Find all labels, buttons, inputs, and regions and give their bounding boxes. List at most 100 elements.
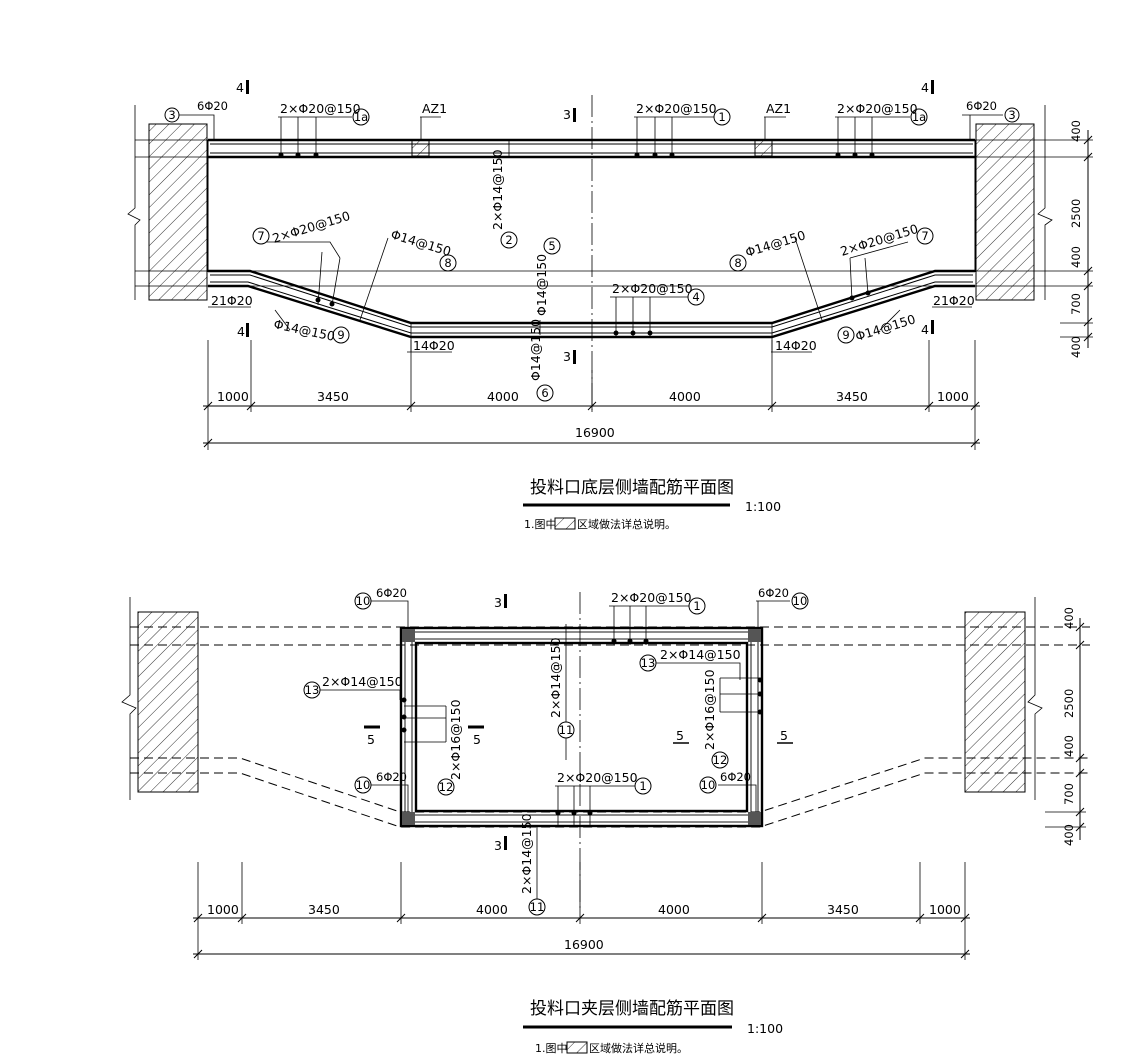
dim-1000-b: 1000 [937,389,969,404]
plan2-title-block: 投料口夹层侧墙配筋平面图 1:100 1.图中 区域做法详总说明。 [530,999,783,1055]
plan1-title: 投料口底层侧墙配筋平面图 [530,478,734,498]
left-hatched-block-2 [137,611,199,793]
dim-v2500: 2500 [1069,199,1083,228]
dim-4000-b: 4000 [669,389,701,404]
label-sec5-b: 5 [473,732,481,747]
label-left-slope-outer: 2×Φ20@150 [270,208,351,246]
mark-1-top: 1 [693,599,700,613]
dim-v400-c: 400 [1069,336,1083,358]
label-sec5-d: 5 [780,728,788,743]
mark-1a-right: 1a [912,110,926,124]
label-left-2x16: 2×Φ16@150 [448,699,463,780]
plan2-note-hatch [566,1041,588,1054]
dim2-3450-a: 3450 [308,902,340,917]
plan1-marks: 3 1a 1 1a 3 2 7 8 5 8 7 4 9 9 6 [164,107,1020,402]
label-top-mid-rebar: 2×Φ20@150 [636,101,717,116]
mark-8-right: 8 [734,256,741,270]
plan1-note-prefix: 1.图中 [524,518,557,531]
label-section3-bot-2: 3 [494,838,502,853]
right-hatched-block-2 [964,611,1026,793]
dim2-v2500: 2500 [1062,689,1076,718]
mark-6: 6 [541,386,548,400]
label-az1-left: AZ1 [422,101,447,116]
mark-7-left: 7 [257,229,264,243]
label-left-2x14: 2×Φ14@150 [322,674,403,689]
label-top-right-rebar: 2×Φ20@150 [837,101,918,116]
label-vert-11-bot: 2×Φ14@150 [519,813,534,894]
mark-10-tl: 10 [356,594,371,608]
label-az1-right: AZ1 [766,101,791,116]
label-section4-bot-right: 4 [921,322,929,337]
label-section3-top: 3 [563,107,571,122]
mark-13-right: 13 [641,656,656,670]
label-vert-11-top: 2×Φ14@150 [548,637,563,718]
mark-10-bl: 10 [356,778,371,792]
label-21phi20-left: 21Φ20 [211,293,253,308]
dim-4000-a: 4000 [487,389,519,404]
label-vert-5: Φ14@150 [534,254,549,316]
label-br-6phi20: 6Φ20 [720,770,751,784]
label-section4-top-right: 4 [921,80,929,95]
dim2-total: 16900 [564,937,604,952]
plan1-title-block: 投料口底层侧墙配筋平面图 1:100 1.图中 区域做法详总说明。 [524,478,781,531]
mark-1a-left: 1a [354,110,368,124]
label-section3-top-2: 3 [494,595,502,610]
right-break-line-2 [1027,597,1043,800]
mark-5: 5 [548,239,555,253]
left-break-line-2 [121,597,137,800]
plan2-note-prefix: 1.图中 [535,1042,568,1055]
plan2-scale: 1:100 [747,1021,783,1036]
plan2-structure [121,592,1090,1054]
dim2-v700: 700 [1062,783,1076,805]
plan1-note-suffix: 区域做法详总说明。 [577,517,676,531]
dim2-v400-b: 400 [1062,735,1076,757]
plan1-structure [127,80,1093,530]
left-break-line [127,105,141,300]
dim2-3450-b: 3450 [827,902,859,917]
label-top-rebar-2: 2×Φ20@150 [611,590,692,605]
dim-v400-b: 400 [1069,246,1083,268]
mark-4: 4 [692,290,699,304]
mark-11-top: 11 [559,723,574,737]
plan2-labels: 6Φ20 3 2×Φ20@150 6Φ20 2×Φ14@150 2×Φ16@15… [322,586,789,894]
dim-total: 16900 [575,425,615,440]
label-6phi20-left: 6Φ20 [197,99,228,113]
dim-3450-b: 3450 [836,389,868,404]
label-section4-bot-left: 4 [237,324,245,339]
mark-3b: 3 [1008,108,1015,122]
dim2-1000-b: 1000 [929,902,961,917]
label-section4-top-left: 4 [236,80,244,95]
inner-box-outer [399,626,764,828]
label-bottom-rebar-2: 2×Φ20@150 [557,770,638,785]
label-bl-6phi20: 6Φ20 [376,770,407,784]
mark-10-br: 10 [701,778,716,792]
label-right-slope-inner: Φ14@150 [743,227,807,260]
dim-3450-a: 3450 [317,389,349,404]
dim-v400-a: 400 [1069,120,1083,142]
az1-right-block [754,139,773,157]
bottom-wall-inner [208,269,975,325]
label-sec5-c: 5 [676,728,684,743]
dim-v700: 700 [1069,293,1083,315]
label-phi14-9-right: Φ14@150 [853,311,917,344]
mark-9-right: 9 [842,328,849,342]
label-left-slope-inner: Φ14@150 [389,227,453,260]
plan2-note-suffix: 区域做法详总说明。 [589,1041,688,1055]
mark-1: 1 [718,110,725,124]
label-section3-bot: 3 [563,349,571,364]
mark-2: 2 [505,233,512,247]
label-vert-6: Φ14@150 [528,319,543,381]
dim2-1000-a: 1000 [207,902,239,917]
plan1-dimensions: 1000 3450 4000 4000 3450 1000 16900 400 … [217,120,1083,440]
plan2-marks: 10 1 10 13 12 11 13 12 10 1 10 11 [303,592,809,916]
dim2-v400-a: 400 [1062,607,1076,629]
plan2-title: 投料口夹层侧墙配筋平面图 [530,999,734,1019]
label-right-2x16: 2×Φ16@150 [702,669,717,750]
dim-1000-a: 1000 [217,389,249,404]
label-vert-mid: 2×Φ14@150 [490,149,505,230]
right-break-line [1037,105,1053,300]
left-hatched-block [148,123,208,301]
plan1-note-hatch [554,517,576,530]
label-21phi20-right: 21Φ20 [933,293,975,308]
label-tr-6phi20: 6Φ20 [758,586,789,600]
